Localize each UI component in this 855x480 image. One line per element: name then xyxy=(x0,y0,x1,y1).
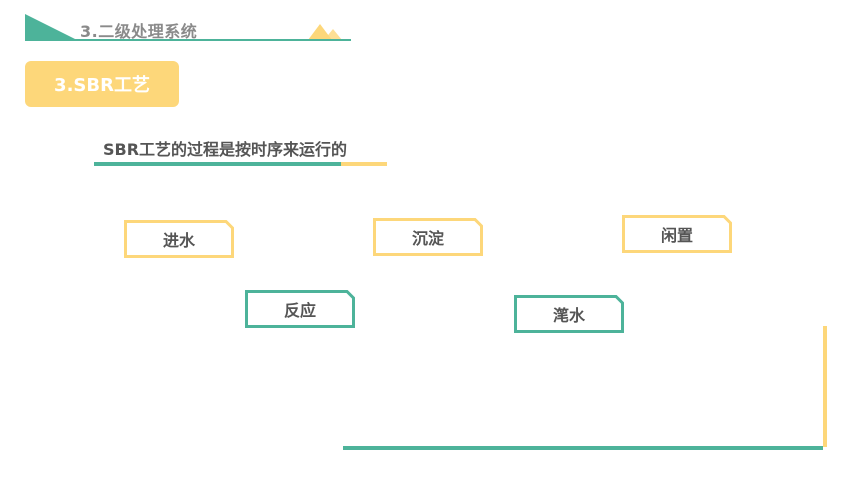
header-title: 3.二级处理系统 xyxy=(80,22,198,41)
step-box-idle: 闲置 xyxy=(622,215,732,253)
header-underline xyxy=(25,39,351,41)
step-label: 滗水 xyxy=(552,306,585,325)
step-box-reaction: 反应 xyxy=(245,290,355,328)
step-box-inflow: 进水 xyxy=(124,220,234,258)
subtitle-underline-green xyxy=(94,162,341,166)
step-label: 沉淀 xyxy=(411,229,444,248)
step-label: 进水 xyxy=(162,231,195,250)
mountain-icon xyxy=(308,24,342,40)
step-label: 反应 xyxy=(283,301,316,320)
header-triangle-decoration xyxy=(25,14,77,40)
subtitle-underline-yellow xyxy=(341,162,387,166)
step-box-decanting: 滗水 xyxy=(514,295,624,333)
corner-vertical-line xyxy=(823,326,827,447)
step-box-settling: 沉淀 xyxy=(373,218,483,256)
corner-horizontal-line xyxy=(343,446,823,450)
section-badge: 3.SBR工艺 xyxy=(25,61,179,107)
subtitle: SBR工艺的过程是按时序来运行的 xyxy=(103,140,348,159)
step-label: 闲置 xyxy=(660,226,693,245)
